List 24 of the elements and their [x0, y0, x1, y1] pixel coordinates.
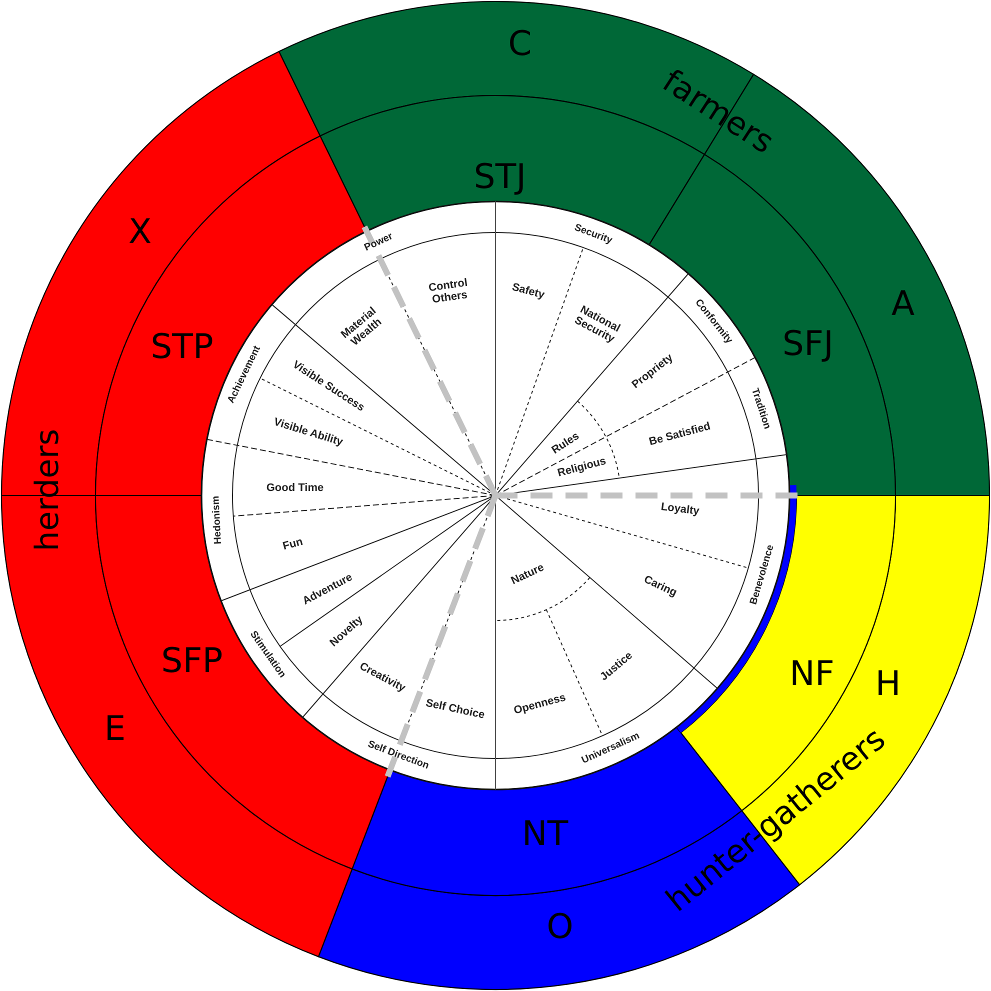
sector-label: NF — [790, 657, 834, 693]
sector-label: E — [104, 712, 126, 748]
value-label: Good Time — [266, 483, 324, 495]
value-label: Religious — [556, 456, 608, 480]
sector-label: SFJ — [782, 327, 834, 363]
value-label: Control Others — [420, 276, 478, 308]
sector-label: NT — [522, 817, 568, 853]
band-label: Power — [363, 231, 395, 254]
sector-label: A — [891, 287, 915, 323]
value-label: Safety — [510, 282, 546, 302]
value-label: Visible Ability — [272, 417, 344, 449]
band-label: Tradition — [748, 388, 772, 432]
sector-label: H — [875, 667, 901, 703]
region-label: herders — [31, 428, 65, 552]
sector-label: SFP — [161, 644, 223, 680]
sector-label: C — [508, 27, 532, 63]
value-label: Fun — [282, 536, 304, 554]
sector-label: O — [546, 910, 574, 946]
sector-label: STJ — [474, 160, 526, 196]
sector-label: X — [128, 215, 152, 251]
sector-label: STP — [150, 330, 214, 366]
value-label: Loyalty — [660, 502, 700, 518]
value-label: Self Choice — [424, 698, 486, 722]
band-label: Hedonism — [212, 495, 225, 544]
